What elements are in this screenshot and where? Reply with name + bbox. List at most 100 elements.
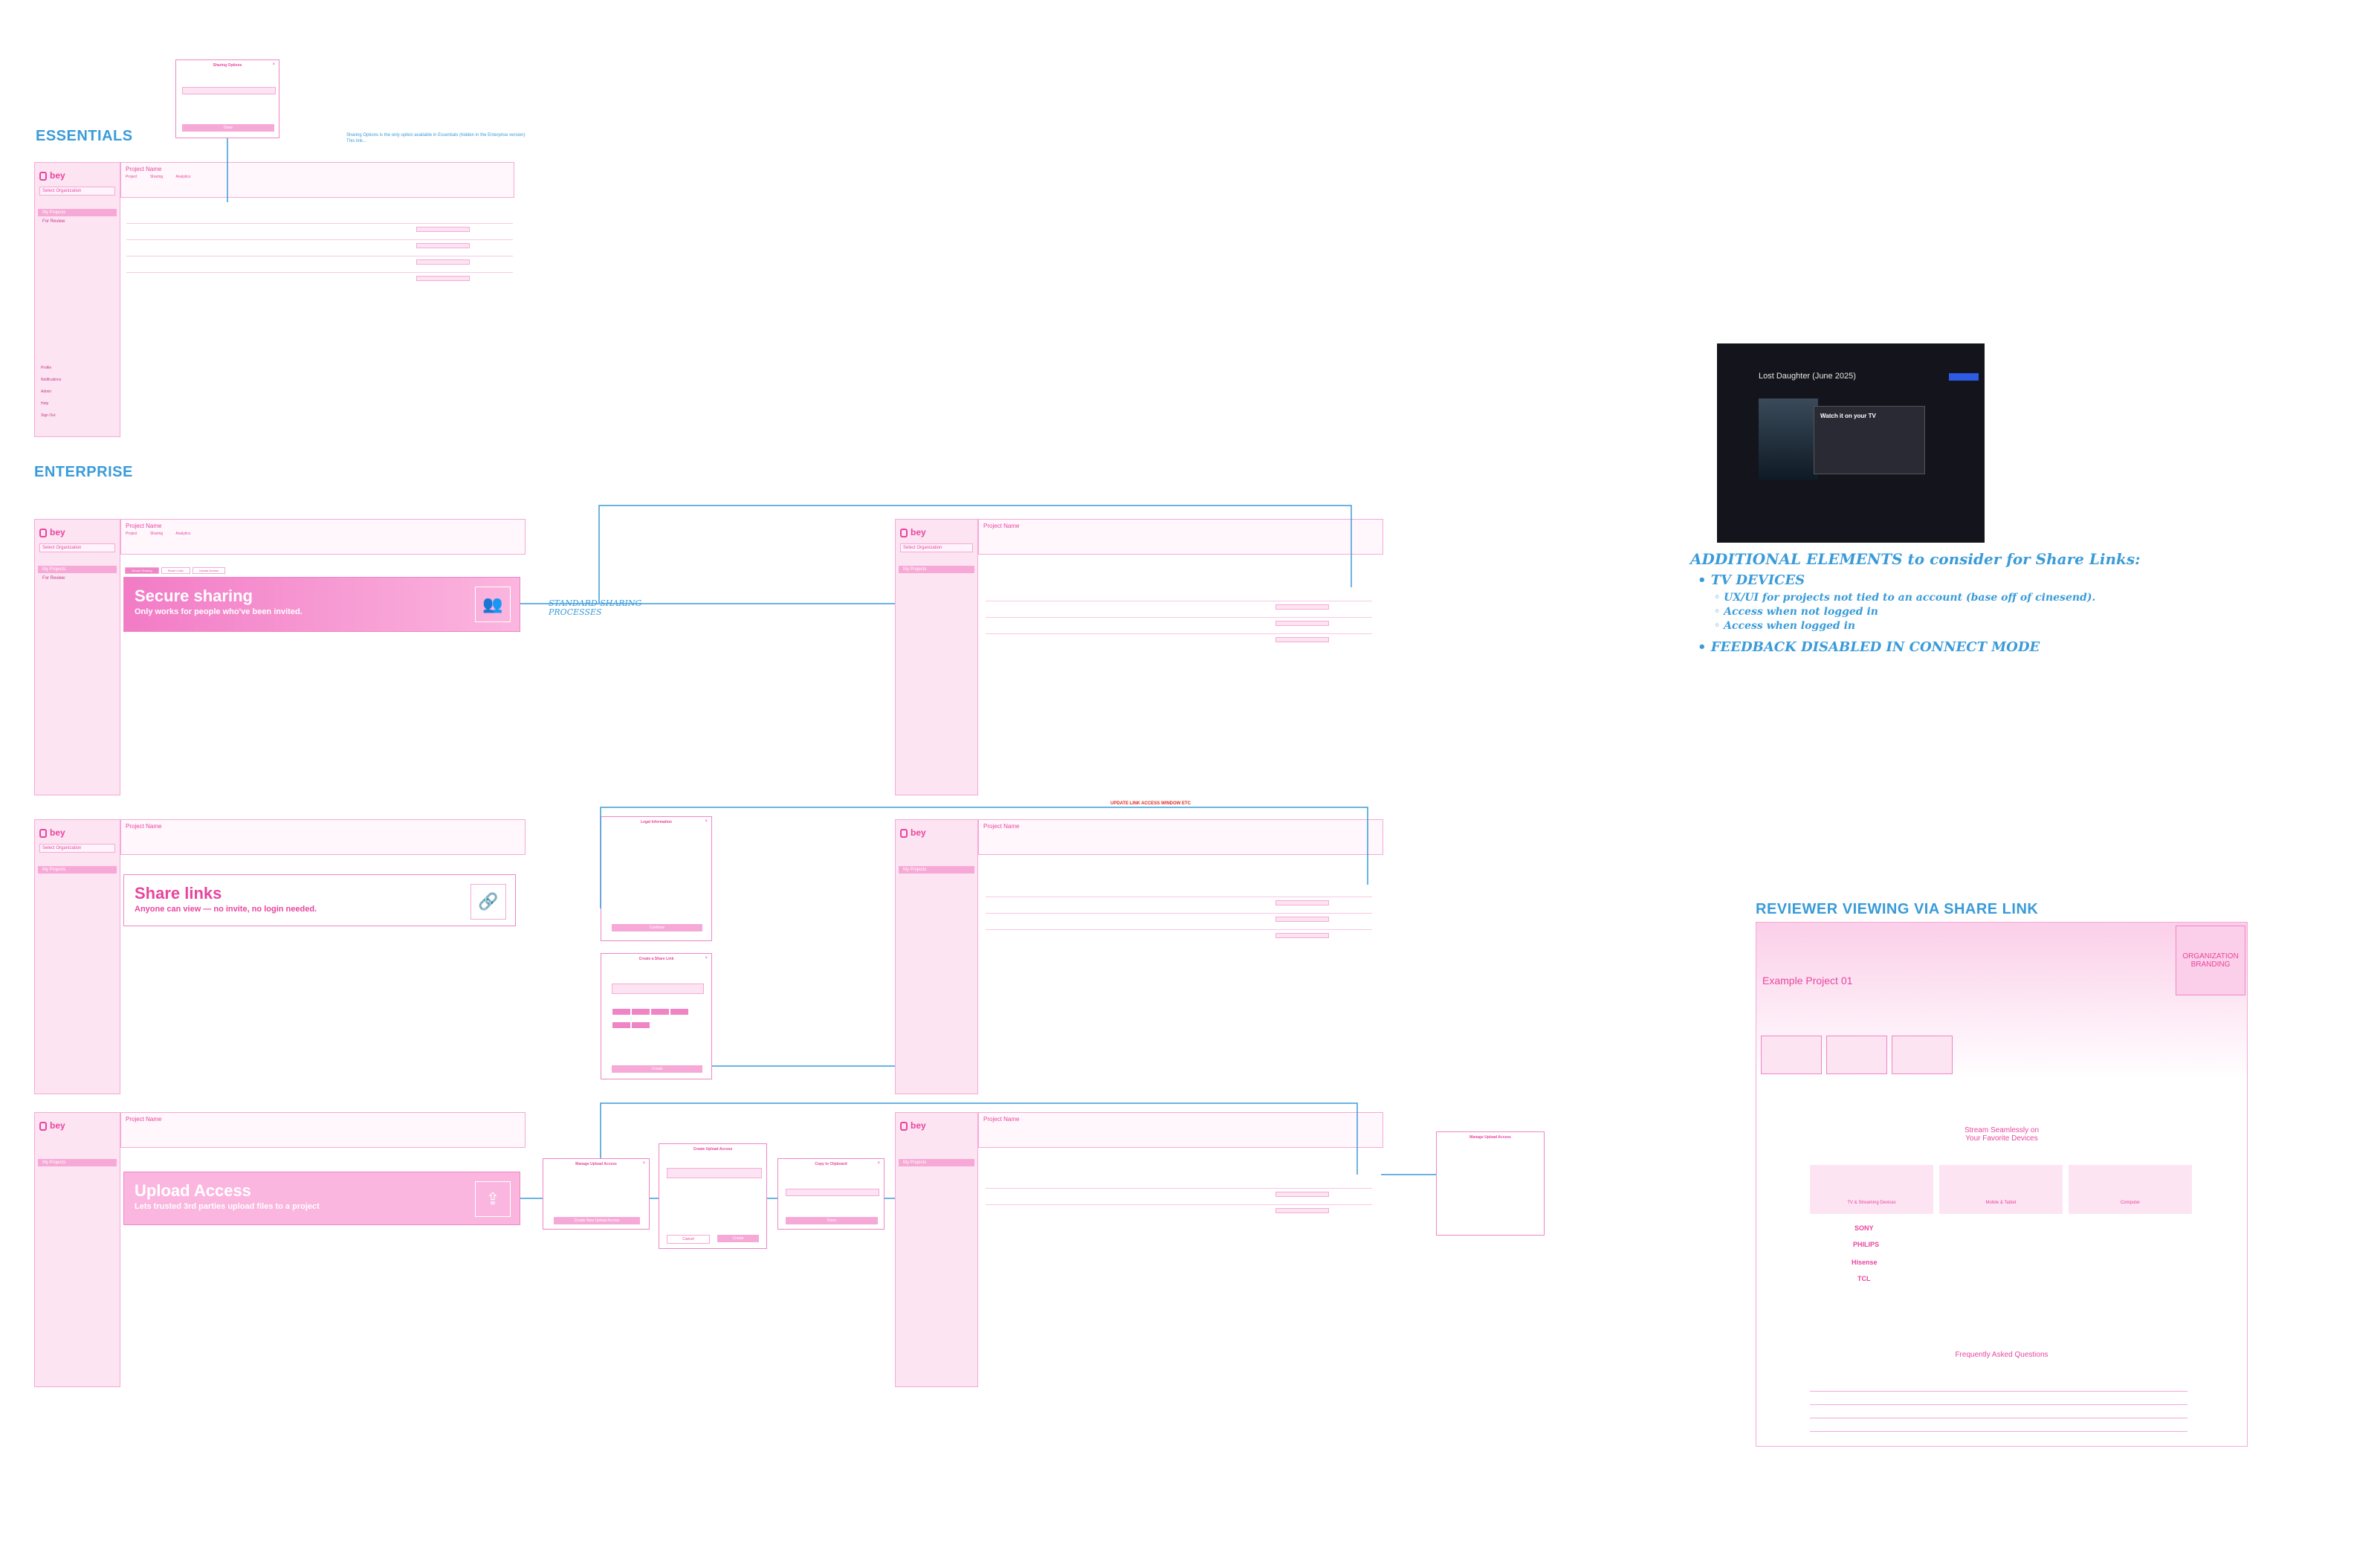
access-chip[interactable] — [670, 1009, 688, 1015]
org-select[interactable]: Select Organization — [39, 543, 115, 552]
cancel-button[interactable]: Cancel — [667, 1235, 710, 1244]
link-field[interactable] — [786, 1189, 879, 1196]
device-card-mobile[interactable]: Mobile & Tablet — [1939, 1165, 2063, 1214]
nav-my-projects[interactable]: My Projects — [899, 566, 974, 573]
dialog-title: Watch it on your TV — [1820, 413, 1876, 419]
asset-card[interactable] — [1892, 1036, 1953, 1074]
lock-icon — [900, 1121, 908, 1131]
faq-item[interactable] — [1810, 1407, 2187, 1418]
access-chip[interactable] — [632, 1009, 650, 1015]
project-header: Project Name — [978, 819, 1383, 855]
additional-item: ◦ UX/UI for projects not tied to an acco… — [1714, 592, 2096, 604]
faq-item[interactable] — [1810, 1394, 2187, 1405]
nav-for-review[interactable]: For Review — [42, 219, 65, 224]
movie-poster — [1759, 398, 1818, 480]
tab-project[interactable]: Project — [126, 532, 138, 536]
device-card-computer[interactable]: Computer — [2069, 1165, 2192, 1214]
nav-sign-out[interactable]: Sign Out — [41, 413, 56, 418]
org-select[interactable]: Select Organization — [900, 543, 973, 552]
project-header: Project Name — [120, 819, 526, 855]
project-header: Project Name — [978, 1112, 1383, 1148]
table-row[interactable] — [986, 617, 1372, 628]
name-field[interactable] — [667, 1168, 762, 1178]
modal-title: Sharing Options — [213, 63, 242, 68]
tab-project[interactable]: Project — [126, 175, 138, 179]
additional-item: • TV DEVICES — [1698, 572, 1805, 588]
close-icon[interactable]: × — [877, 1161, 880, 1166]
app-logo: bey — [900, 1120, 926, 1131]
nav-for-review[interactable]: For Review — [42, 576, 65, 581]
subtab-share-links[interactable]: Share Links — [161, 567, 190, 574]
sidebar: bey My Projects — [895, 819, 978, 1094]
asset-card[interactable] — [1826, 1036, 1887, 1074]
close-icon[interactable]: × — [642, 1161, 645, 1166]
nav-my-projects[interactable]: My Projects — [38, 1159, 117, 1166]
close-icon[interactable]: × — [705, 819, 708, 824]
app-logo: bey — [900, 527, 926, 537]
table-row[interactable] — [986, 1188, 1372, 1199]
movie-title: Lost Daughter (June 2025) — [1759, 372, 1856, 381]
table-row[interactable] — [126, 256, 513, 267]
nav-my-projects[interactable]: My Projects — [38, 566, 117, 573]
table-row[interactable] — [126, 272, 513, 283]
subtab-secure-sharing[interactable]: Secure Sharing — [125, 567, 159, 574]
nav-admin[interactable]: Admin — [41, 390, 52, 394]
close-icon[interactable]: × — [705, 956, 708, 960]
nav-my-projects[interactable]: My Projects — [38, 866, 117, 874]
access-chip[interactable] — [612, 1022, 630, 1028]
lock-icon — [39, 828, 47, 838]
tab-analytics[interactable]: Analytics — [175, 175, 191, 179]
table-row[interactable] — [986, 601, 1372, 612]
link-field[interactable] — [182, 87, 276, 94]
done-button[interactable]: Done — [786, 1217, 878, 1224]
org-select[interactable]: Select Organization — [39, 187, 115, 196]
table-row[interactable] — [986, 633, 1372, 645]
modal-title: Copy to Clipboard — [815, 1162, 847, 1166]
org-select[interactable]: Select Organization — [39, 844, 115, 853]
table-row[interactable] — [126, 223, 513, 234]
table-row[interactable] — [986, 913, 1372, 924]
modal-title: Create Upload Access — [693, 1147, 733, 1152]
lock-icon — [900, 828, 908, 838]
nav-my-projects[interactable]: My Projects — [38, 209, 117, 216]
sidebar: bey Select Organization My Projects For … — [34, 162, 120, 437]
nav-help[interactable]: Help — [41, 401, 49, 406]
asset-card[interactable] — [1761, 1036, 1822, 1074]
continue-button[interactable]: Continue — [612, 924, 702, 931]
link-icon: 🔗 — [470, 884, 506, 920]
tab-sharing[interactable]: Sharing — [149, 175, 164, 179]
create-button[interactable]: Create — [612, 1065, 702, 1073]
faq-item[interactable] — [1810, 1421, 2187, 1432]
banner-title: Secure sharing — [135, 587, 253, 605]
table-row[interactable] — [986, 1204, 1372, 1215]
table-row[interactable] — [986, 929, 1372, 940]
subtab-upload-access[interactable]: Upload Access — [192, 567, 226, 574]
project-header: Project Name Project Sharing Analytics — [120, 519, 526, 555]
nav-my-projects[interactable]: My Projects — [899, 866, 974, 874]
nav-notifications[interactable]: Notifications — [41, 378, 62, 382]
create-button[interactable]: Create — [717, 1235, 759, 1242]
access-chip[interactable] — [651, 1009, 669, 1015]
access-chip[interactable] — [632, 1022, 650, 1028]
table-row[interactable] — [126, 239, 513, 251]
app-logo: bey — [39, 827, 65, 838]
manage-upload-access-modal: Manage Upload Access — [1436, 1131, 1545, 1236]
nav-profile[interactable]: Profile — [41, 366, 52, 370]
sidebar: bey Select Organization My Projects — [895, 519, 978, 795]
nav-my-projects[interactable]: My Projects — [899, 1159, 974, 1166]
create-upload-access-button[interactable]: Create New Upload Access — [554, 1217, 640, 1224]
link-name-field[interactable] — [612, 984, 704, 994]
device-card-tv[interactable]: TV & Streaming Devices — [1810, 1165, 1933, 1214]
access-chip[interactable] — [612, 1009, 630, 1015]
secure-sharing-banner: Secure sharing Only works for people who… — [123, 577, 520, 632]
done-button[interactable]: Done — [182, 124, 274, 132]
close-icon[interactable]: × — [272, 62, 275, 67]
additional-item: ◦ Access when logged in — [1714, 620, 1856, 632]
app-logo: bey — [39, 170, 65, 181]
tab-analytics[interactable]: Analytics — [175, 532, 191, 536]
blue-button[interactable] — [1949, 373, 1979, 381]
banner-subtitle: Only works for people who've been invite… — [135, 607, 303, 616]
table-row[interactable] — [986, 897, 1372, 908]
tab-sharing[interactable]: Sharing — [149, 532, 164, 536]
faq-item[interactable] — [1810, 1381, 2187, 1392]
